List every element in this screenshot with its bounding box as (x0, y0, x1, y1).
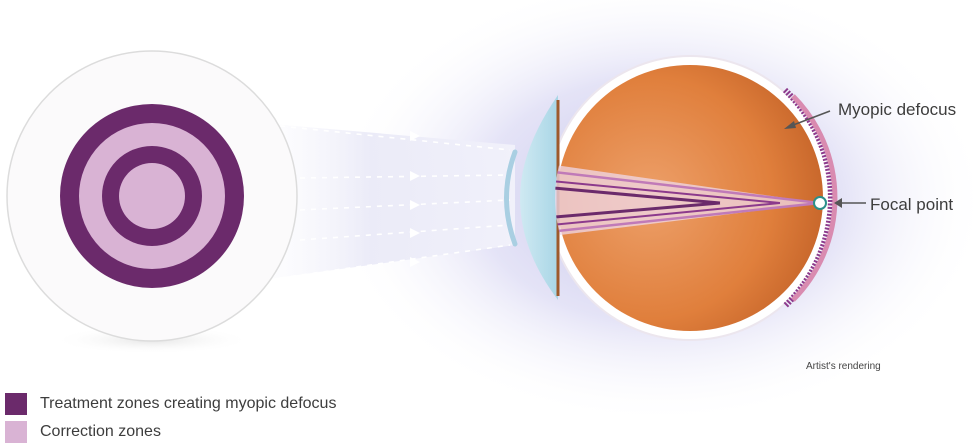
legend-label-correction: Correction zones (40, 423, 161, 441)
legend-label-treatment: Treatment zones creating myopic defocus (40, 395, 336, 413)
artist-rendering-note: Artist's rendering (806, 361, 881, 372)
correction-zone-center (119, 163, 185, 229)
focal-point-label: Focal point (870, 196, 953, 213)
legend-swatch-correction (5, 421, 27, 443)
legend-swatch-treatment (5, 393, 27, 415)
focal-point-marker (814, 197, 826, 209)
myopic-defocus-label: Myopic defocus (838, 101, 956, 118)
